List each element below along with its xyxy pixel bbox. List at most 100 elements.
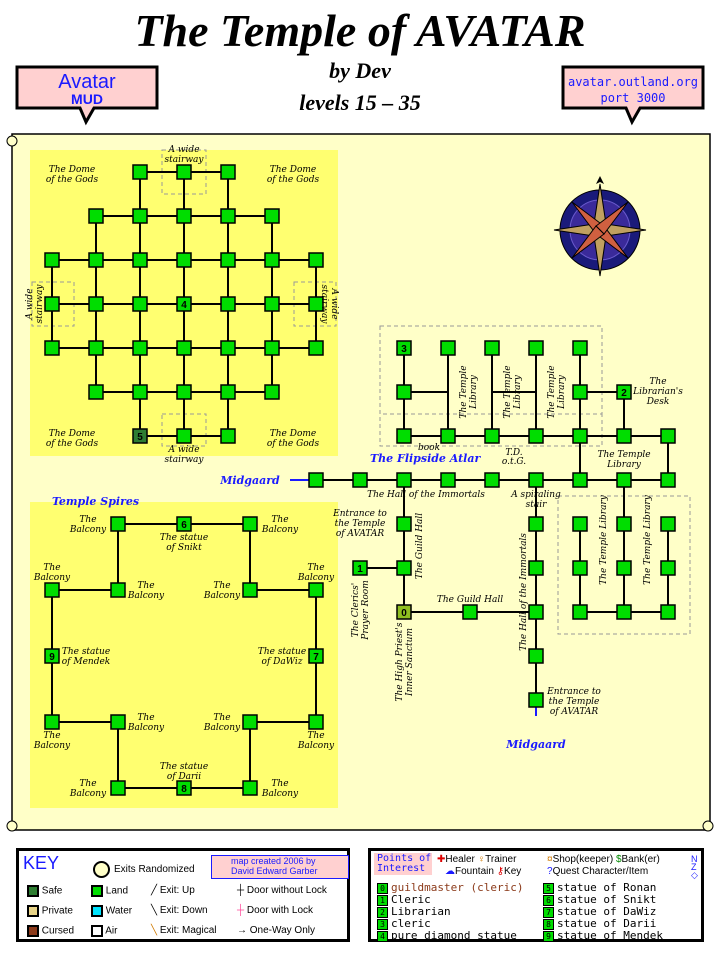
map-title: The Temple of AVATAR [134,5,586,56]
lib2-2: Library [513,374,523,410]
room-node [264,296,280,312]
room-node [484,428,500,444]
room-node [132,384,148,400]
priest-1: The High Priest's [395,622,405,701]
tdotg-2: o.t.G. [502,457,526,467]
author-line: by Dev [329,58,391,83]
room-node [176,208,192,224]
room-node [572,604,588,620]
cursed-swatch [27,925,39,937]
room-node [132,252,148,268]
room-node [572,384,588,400]
room-node [132,208,148,224]
room-node [308,296,324,312]
room-node [220,164,236,180]
room-node [616,472,632,488]
room-node [660,472,676,488]
darii-2: of Darii [167,772,201,782]
lib-v1: The Temple Library [599,494,609,585]
lib1-1: The Temple [459,365,469,418]
room-node [132,340,148,356]
exit-magic-icon: ╲ [151,925,158,936]
midgaard-bottom: Midgaard [505,738,566,751]
room-node [308,714,324,730]
room-node [220,340,236,356]
room-node [616,560,632,576]
levels-line: levels 15 – 35 [299,90,421,115]
room-node [176,780,192,796]
lib-v2: The Temple Library [643,494,653,585]
room-node [528,428,544,444]
room-node [220,252,236,268]
room-node [308,340,324,356]
room-node [242,714,258,730]
dome-bl-1: The Dome [49,429,95,439]
flipside-atlar: The Flipside Atlar [370,452,481,465]
room-node [396,472,412,488]
prayer-2: Prayer Room [361,580,371,640]
safe-swatch [27,885,39,897]
room-number: 5 [137,432,143,443]
svg-text:The TempleLibrary: The TempleLibrary [459,365,479,418]
room-node [110,582,126,598]
exits-randomized-label: Exits Randomized [114,864,195,876]
stair-left-1: A wide [25,288,35,320]
room-node [528,604,544,620]
svg-text:A widestairway: A widestairway [319,285,339,325]
room-node [660,604,676,620]
door-icon: ┼ [237,885,245,896]
room-node [308,472,324,488]
room-node [528,560,544,576]
room-node [264,252,280,268]
svg-text:The Clerics'Prayer Room: The Clerics'Prayer Room [351,580,371,640]
land-swatch [91,885,103,897]
prayer-1: The Clerics' [351,583,361,637]
priest-2: Inner Sanctum [405,628,415,697]
dome-tl-1: The Dome [49,165,95,175]
room-node [572,340,588,356]
room-number: 0 [401,608,407,619]
guild-hall-h: The Guild Hall [437,595,503,605]
room-node [88,340,104,356]
private-swatch [27,905,39,917]
banner-host: avatar.outland.org [568,75,698,89]
room-node [616,516,632,532]
map-key: KEY Exits Randomized map created 2006 by… [16,848,350,942]
entr-bot-1: Entrance to [546,687,601,697]
compass-rose-icon [553,176,647,277]
room-node [110,714,126,730]
entr-bot-3: of AVATAR [550,707,599,717]
room-node [88,252,104,268]
room-node [572,472,588,488]
svg-text:T.D.o.t.G.: T.D.o.t.G. [502,448,526,467]
room-node [242,516,258,532]
entr-bot-2: the Temple [549,697,600,707]
room-node [242,582,258,598]
dawiz-1: The statue [258,647,306,657]
room-node [440,340,456,356]
entr-top-3: of AVATAR [336,529,385,539]
credit-1: map created 2006 by [231,856,316,866]
room-node [308,582,324,598]
water-swatch [91,905,103,917]
room-node [44,648,60,664]
dome-br-1: The Dome [270,429,316,439]
room-node [132,296,148,312]
